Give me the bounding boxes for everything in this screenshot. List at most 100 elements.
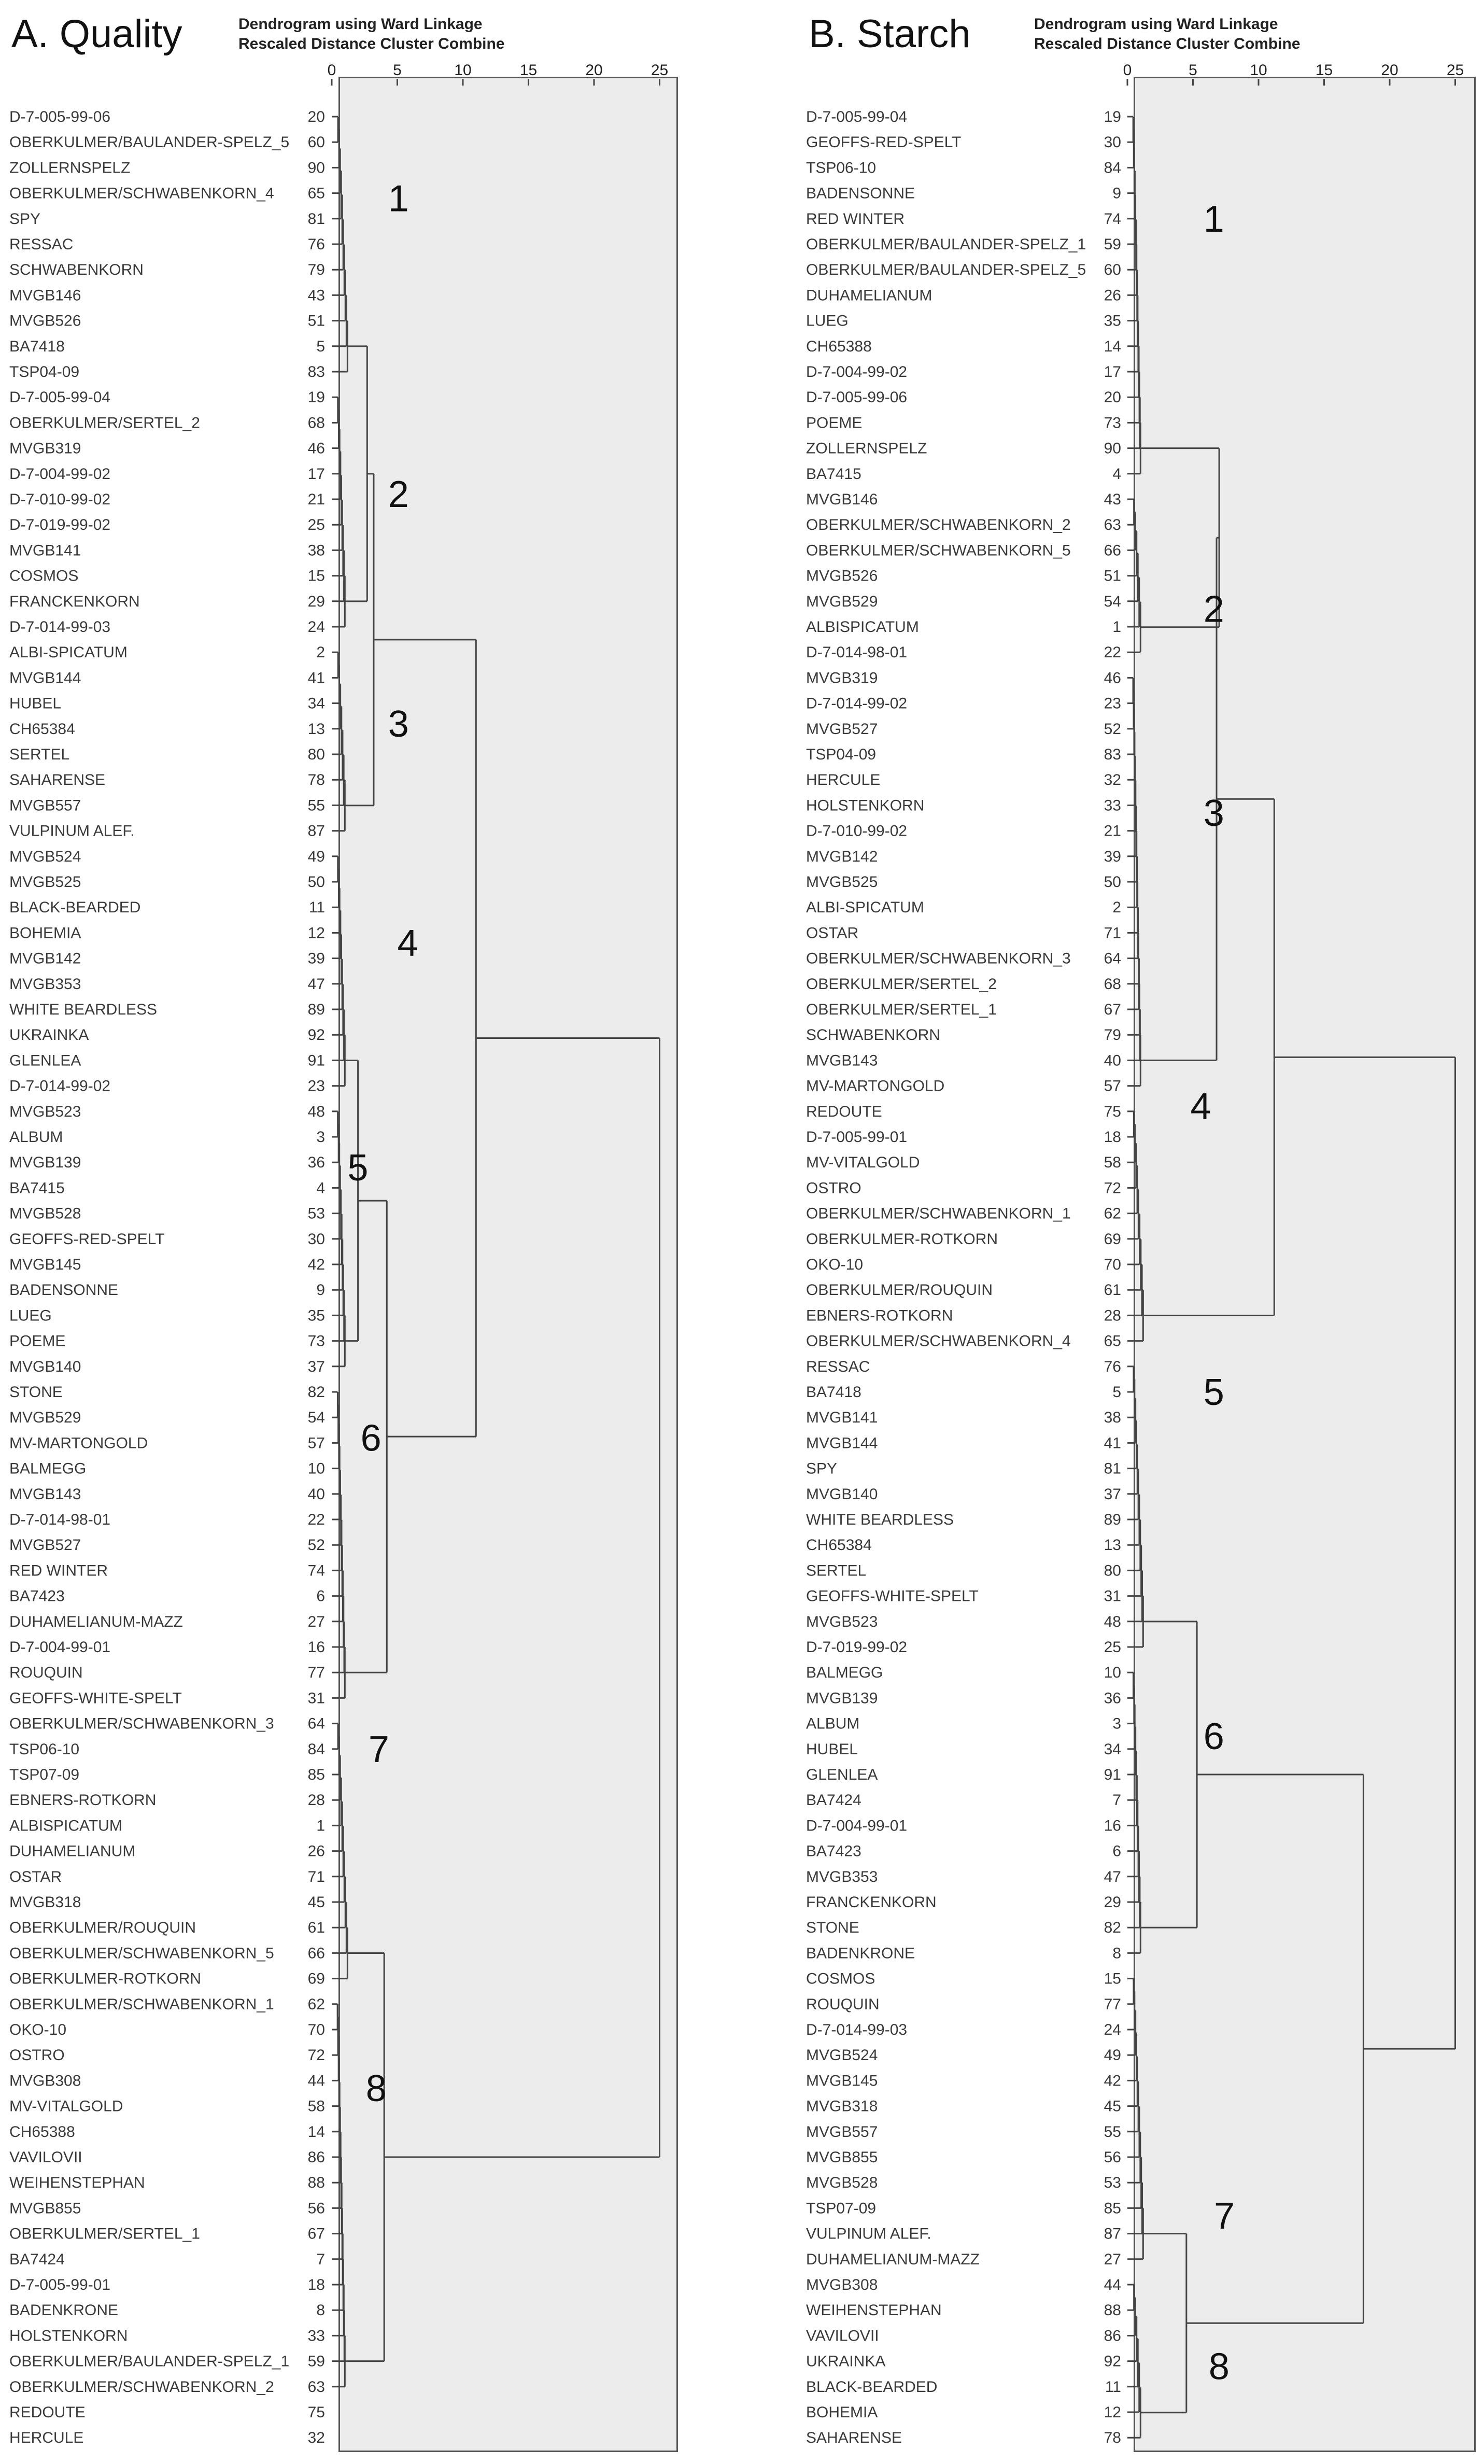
leaf-number: 28 [1104, 1307, 1121, 1324]
leaf-label: MVGB308 [9, 2072, 81, 2089]
leaf-label: MVGB529 [806, 593, 878, 610]
leaf-label: OBERKULMER/SCHWABENKORN_3 [806, 950, 1071, 967]
leaf-label: EBNERS-ROTKORN [9, 1792, 156, 1809]
leaf-label: COSMOS [9, 568, 78, 585]
leaf-label: SCHWABENKORN [806, 1026, 940, 1044]
leaf-number: 21 [308, 491, 325, 508]
leaf-number: 72 [1104, 1179, 1121, 1196]
leaf-label: MVGB855 [9, 2200, 81, 2217]
leaf-number: 52 [308, 1537, 325, 1554]
leaf-label: MVGB353 [9, 976, 81, 993]
leaf-number: 68 [308, 414, 325, 431]
leaf-label: BADENKRONE [9, 2302, 118, 2319]
leaf-label: D-7-004-99-01 [806, 1817, 907, 1834]
leaf-number: 35 [1104, 313, 1121, 330]
leaf-number: 60 [1104, 261, 1121, 278]
leaf-number: 81 [308, 210, 325, 228]
leaf-label: D-7-014-98-01 [806, 644, 907, 661]
leaf-number: 91 [1104, 1766, 1121, 1783]
leaf-number: 13 [308, 721, 325, 738]
leaf-number: 40 [1104, 1052, 1121, 1069]
leaf-label: GEOFFS-WHITE-SPELT [806, 1588, 979, 1605]
leaf-number: 41 [1104, 1434, 1121, 1452]
leaf-label: ZOLLERNSPELZ [9, 159, 130, 176]
leaf-number: 58 [1104, 1154, 1121, 1171]
leaf-number: 50 [1104, 874, 1121, 891]
leaf-label: OBERKULMER/SCHWABENKORN_5 [806, 542, 1071, 559]
leaf-number: 22 [1104, 644, 1121, 661]
leaf-label: BOHEMIA [806, 2404, 878, 2421]
leaf-number: 14 [308, 2123, 325, 2141]
leaf-label: MVGB526 [9, 313, 81, 330]
leaf-label: VULPINUM ALEF. [806, 2226, 931, 2243]
leaf-number: 41 [308, 669, 325, 686]
leaf-number: 62 [1104, 1205, 1121, 1222]
leaf-label: RESSAC [9, 236, 73, 253]
leaf-label: MVGB557 [806, 2123, 878, 2141]
leaf-label: MVGB527 [9, 1537, 81, 1554]
leaf-label: D-7-014-98-01 [9, 1511, 110, 1528]
leaf-number: 51 [1104, 568, 1121, 585]
leaf-label: DUHAMELIANUM-MAZZ [806, 2251, 980, 2268]
leaf-label: OBERKULMER/SCHWABENKORN_2 [806, 516, 1071, 533]
leaf-number: 27 [308, 1613, 325, 1630]
leaf-number: 36 [1104, 1689, 1121, 1707]
plot-area [338, 77, 678, 2452]
leaf-number: 61 [1104, 1282, 1121, 1299]
leaf-number: 8 [1112, 1945, 1121, 1962]
leaf-label: D-7-014-99-03 [9, 618, 110, 636]
leaf-label: TSP07-09 [9, 1766, 79, 1783]
leaf-label: OBERKULMER/SCHWABENKORN_3 [9, 1715, 274, 1733]
leaf-number: 15 [1104, 1970, 1121, 1988]
leaf-label: CH65384 [9, 721, 75, 738]
leaf-number: 26 [1104, 287, 1121, 304]
leaf-label: GEOFFS-WHITE-SPELT [9, 1689, 182, 1707]
leaf-number: 45 [308, 1894, 325, 1911]
leaf-label: OSTAR [806, 924, 858, 941]
leaf-label: STONE [806, 1919, 859, 1936]
leaf-label: BALMEGG [806, 1664, 883, 1681]
leaf-number: 37 [308, 1358, 325, 1375]
leaf-label: D-7-014-99-02 [9, 1078, 110, 1095]
leaf-label: OKO-10 [9, 2021, 66, 2038]
leaf-number: 74 [1104, 210, 1121, 228]
leaf-number: 69 [308, 1970, 325, 1988]
leaf-label: TSP07-09 [806, 2200, 876, 2217]
leaf-number: 7 [1112, 1792, 1121, 1809]
leaf-label: OBERKULMER/SERTEL_2 [9, 414, 200, 431]
leaf-number: 16 [308, 1639, 325, 1656]
cluster-label: 5 [347, 1147, 368, 1189]
leaf-label: STONE [9, 1384, 63, 1401]
leaf-number: 33 [308, 2327, 325, 2344]
cluster-label: 4 [398, 923, 418, 964]
leaf-number: 54 [1104, 593, 1121, 610]
leaf-number: 18 [308, 2276, 325, 2293]
leaf-number: 63 [1104, 516, 1121, 533]
leaf-label: ALBI-SPICATUM [806, 899, 924, 916]
leaf-number: 89 [1104, 1511, 1121, 1528]
leaf-number: 53 [1104, 2174, 1121, 2191]
panel-starch: B. Starch Dendrogram using Ward Linkage … [741, 0, 1484, 2464]
cluster-label: 1 [388, 178, 409, 219]
leaf-number: 48 [1104, 1613, 1121, 1630]
leaf-number: 30 [1104, 134, 1121, 151]
leaf-number: 88 [308, 2174, 325, 2191]
leaf-number: 10 [1104, 1664, 1121, 1681]
leaf-label: MVGB142 [806, 848, 878, 865]
leaf-number: 9 [316, 1282, 325, 1299]
leaf-label: GEOFFS-RED-SPELT [9, 1231, 164, 1248]
leaf-number: 67 [308, 2226, 325, 2243]
leaf-number: 39 [1104, 848, 1121, 865]
leaf-label: SPY [806, 1460, 837, 1477]
leaf-label: LUEG [9, 1307, 52, 1324]
leaf-label: FRANCKENKORN [9, 593, 140, 610]
leaf-number: 62 [308, 1996, 325, 2013]
leaf-label: BA7424 [9, 2251, 65, 2268]
leaf-label: BOHEMIA [9, 924, 81, 941]
leaf-number: 90 [308, 159, 325, 176]
leaf-number: 8 [316, 2302, 325, 2319]
leaf-label: OBERKULMER/BAULANDER-SPELZ_1 [9, 2353, 289, 2370]
leaf-label: POEME [9, 1333, 65, 1350]
leaf-label: WEIHENSTEPHAN [9, 2174, 145, 2191]
leaf-number: 2 [316, 644, 325, 661]
